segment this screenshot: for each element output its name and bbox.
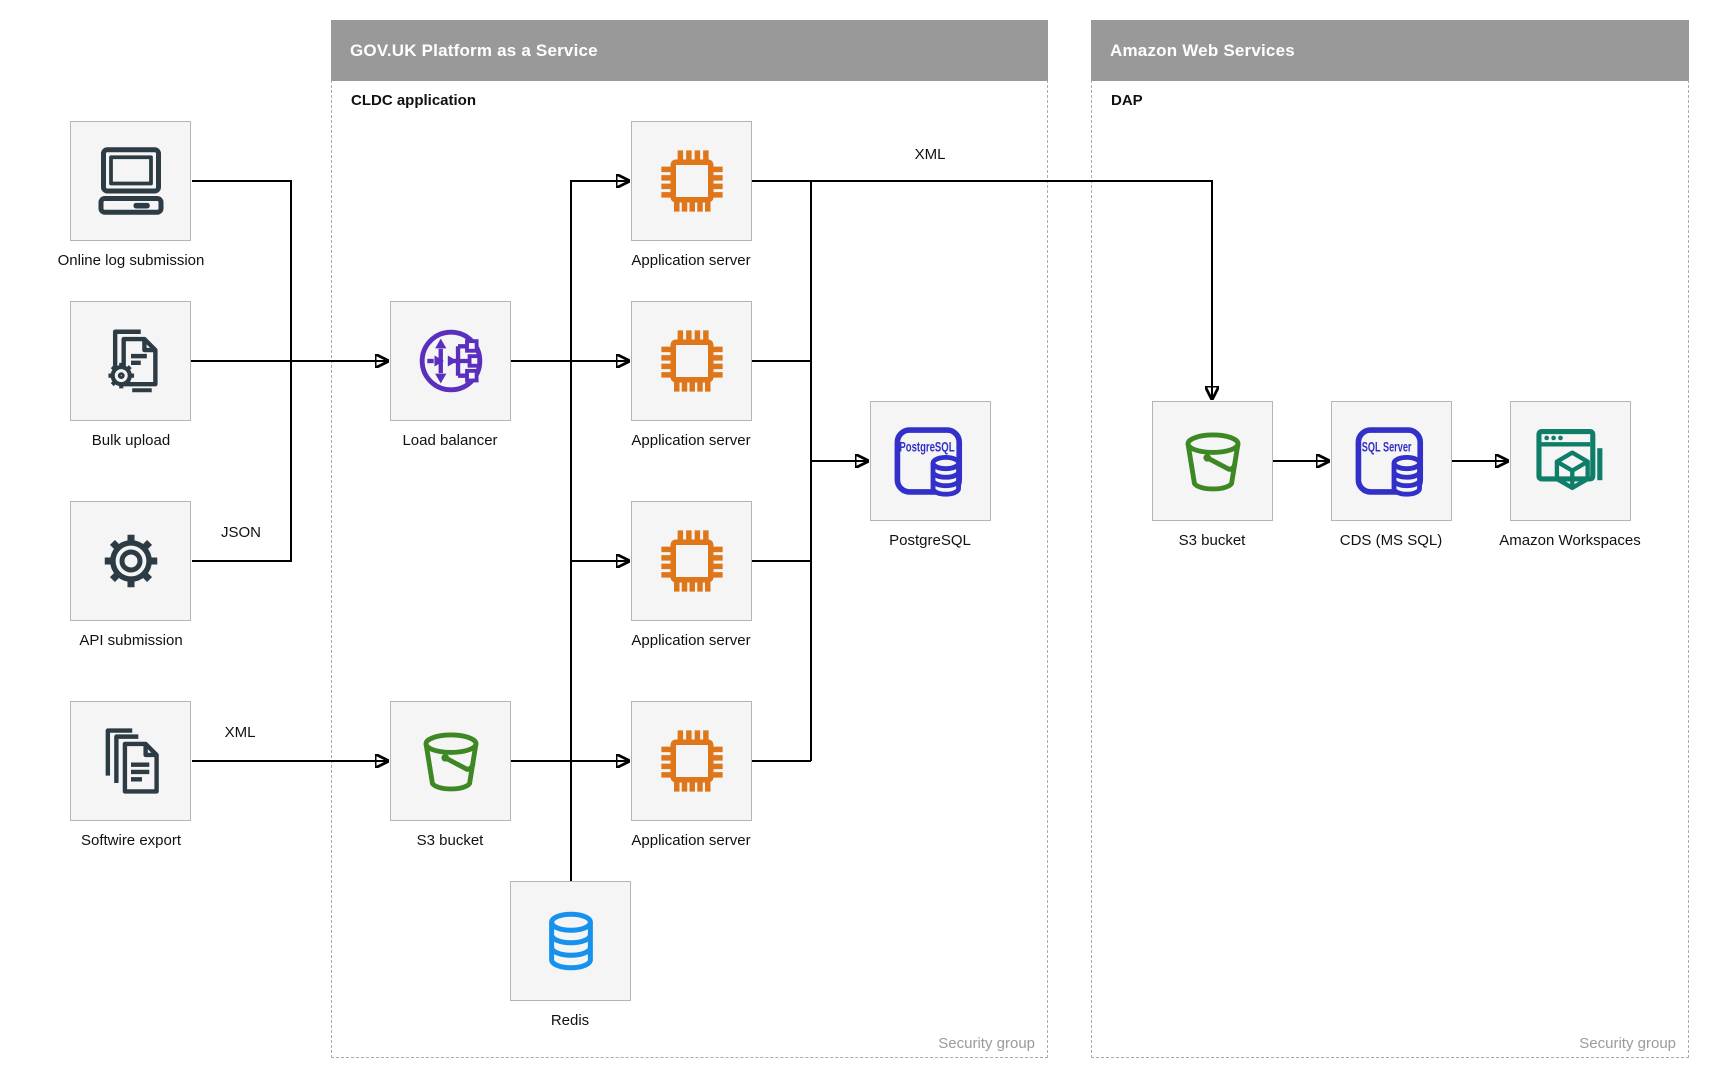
redis-database-icon (548, 911, 593, 971)
node-softwire-export (70, 701, 191, 821)
node-bulk-upload (70, 301, 191, 421)
postgresql-icon: PostgreSQL (894, 427, 962, 497)
container-title: GOV.UK Platform as a Service (350, 40, 598, 60)
dap-label: DAP (1111, 92, 1143, 109)
node-api-submission (70, 501, 191, 621)
container-aws-header: Amazon Web Services (1091, 20, 1689, 81)
edge-label-json: JSON (220, 524, 261, 541)
node-label: Bulk upload (91, 432, 171, 449)
node-label: Application server (631, 432, 751, 449)
cldc-application-label: CLDC application (351, 92, 477, 109)
chip-icon (660, 730, 723, 792)
node-label: Load balancer (402, 432, 498, 449)
edge-sources-junction (192, 180, 292, 562)
node-label: API submission (79, 632, 183, 649)
node-label: Redis (550, 1012, 590, 1029)
edge-app1-to-aws-s3 (752, 180, 1212, 398)
chip-icon (660, 150, 723, 212)
node-label: S3 bucket (1178, 532, 1246, 549)
edge-dist-to-app1 (570, 181, 628, 881)
node-online-log-submission (70, 121, 191, 241)
node-label: CDS (MS SQL) (1339, 532, 1443, 549)
sql-server-icon: SQL Server (1355, 427, 1423, 497)
chip-icon (660, 530, 723, 592)
edge-label-xml-app: XML (914, 146, 946, 163)
node-s3-bucket-aws (1152, 401, 1273, 521)
computer-icon (98, 147, 163, 215)
security-group-label: Security group (938, 1035, 1035, 1052)
chip-icon (660, 330, 723, 392)
sql-server-icon-text: SQL Server (1361, 440, 1411, 455)
node-label: Application server (631, 832, 751, 849)
load-balancer-icon (419, 329, 482, 393)
node-application-server-2 (631, 301, 752, 421)
container-aws: Amazon Web Services DAP Security group (1091, 20, 1689, 1058)
node-application-server-1 (631, 121, 752, 241)
node-label: Softwire export (80, 832, 182, 849)
node-application-server-4 (631, 701, 752, 821)
node-label: Online log submission (57, 252, 205, 269)
node-label: PostgreSQL (889, 532, 971, 549)
node-cds-mssql: SQL Server (1331, 401, 1452, 521)
node-label: Application server (631, 252, 751, 269)
container-title: Amazon Web Services (1110, 40, 1295, 60)
documents-stack-icon (105, 728, 159, 794)
node-redis (510, 881, 631, 1001)
edge-label-xml-softwire: XML (224, 724, 256, 741)
container-govuk-paas: GOV.UK Platform as a Service CLDC applic… (331, 20, 1048, 1058)
node-postgresql: PostgreSQL (870, 401, 991, 521)
bucket-icon (1185, 432, 1240, 492)
node-label: Application server (631, 632, 751, 649)
security-group-label: Security group (1579, 1035, 1676, 1052)
workspaces-icon (1535, 428, 1602, 491)
node-label: Amazon Workspaces (1499, 532, 1641, 549)
bucket-icon (423, 732, 478, 792)
node-amazon-workspaces (1510, 401, 1631, 521)
node-label: S3 bucket (416, 832, 484, 849)
node-s3-bucket-paas (390, 701, 511, 821)
node-load-balancer (390, 301, 511, 421)
gear-icon (104, 534, 157, 588)
node-application-server-3 (631, 501, 752, 621)
postgresql-icon-text: PostgreSQL (899, 440, 954, 455)
container-govuk-paas-header: GOV.UK Platform as a Service (331, 20, 1048, 81)
document-gear-icon (107, 329, 158, 393)
